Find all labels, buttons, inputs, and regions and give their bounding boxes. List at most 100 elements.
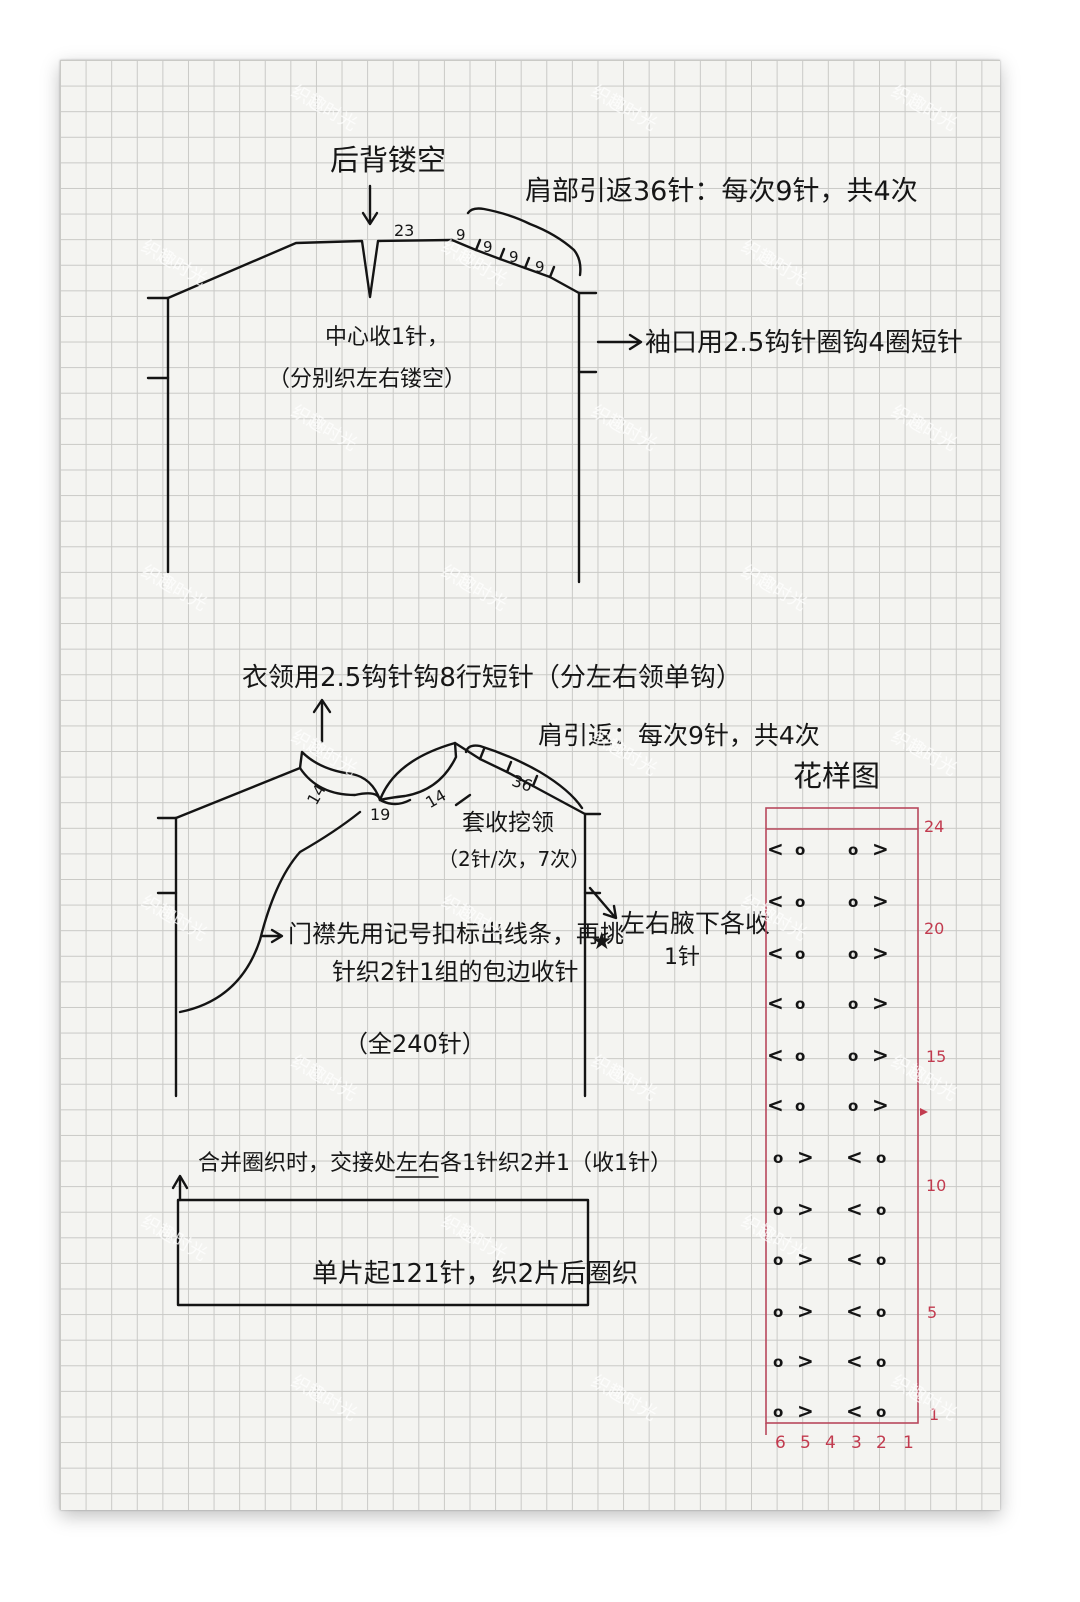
yarn-over-symbol: o xyxy=(773,1149,783,1167)
decrease-symbol: > xyxy=(872,1093,889,1117)
watermark-text: 织趣时光 xyxy=(588,401,661,455)
back-piece: 后背镂空 肩部引返36针：每次9针，共4次 23 9 9 9 9 中心收1针， … xyxy=(146,143,963,584)
decrease-symbol: < xyxy=(846,1399,863,1423)
yarn-over-symbol: o xyxy=(795,841,805,859)
row-label: 1 xyxy=(929,1405,939,1424)
watermark-text: 织趣时光 xyxy=(888,81,961,135)
decrease-symbol: > xyxy=(797,1399,814,1423)
shoulder-step: 9 xyxy=(483,238,493,256)
watermark-text: 织趣时光 xyxy=(438,1211,511,1265)
yarn-over-symbol: o xyxy=(876,1353,886,1371)
decrease-symbol: < xyxy=(767,1043,784,1067)
row-label: 20 xyxy=(924,919,944,938)
row-label: 24 xyxy=(924,817,944,836)
decrease-symbol: > xyxy=(797,1145,814,1169)
hem-rectangle xyxy=(176,1198,590,1307)
yarn-over-symbol: o xyxy=(773,1303,783,1321)
stitch-chart: 花样图 < o o > < o o > < o o > < o o > < o o > < o o > o > < o o > < o o > < o… xyxy=(765,759,946,1453)
placket-note: 门襟先用记号扣标出线条，再挑 xyxy=(288,920,624,948)
watermark-text: 织趣时光 xyxy=(588,81,661,135)
collar-right xyxy=(378,741,458,802)
decrease-symbol: < xyxy=(846,1197,863,1221)
yarn-over-symbol: o xyxy=(848,995,858,1013)
watermark-text: 织趣时光 xyxy=(738,236,811,290)
decrease-symbol: < xyxy=(767,991,784,1015)
watermark-text: 织趣时光 xyxy=(138,891,211,945)
yarn-over-symbol: o xyxy=(848,1047,858,1065)
yarn-over-symbol: o xyxy=(876,1303,886,1321)
back-center-note: 中心收1针， xyxy=(325,325,449,350)
watermark-text: 织趣时光 xyxy=(138,236,211,290)
chart-frame xyxy=(765,807,919,1424)
col-label: 4 xyxy=(825,1433,836,1453)
decrease-symbol: < xyxy=(846,1349,863,1373)
decrease-symbol: > xyxy=(797,1299,814,1323)
watermark-text: 织趣时光 xyxy=(138,561,211,615)
decrease-symbol: > xyxy=(797,1349,814,1373)
watermark-text: 织趣时光 xyxy=(288,1051,361,1105)
col-label: 6 xyxy=(775,1433,786,1453)
watermark-text: 织趣时光 xyxy=(288,726,361,780)
yarn-over-symbol: o xyxy=(848,1097,858,1115)
decrease-symbol: > xyxy=(872,837,889,861)
collar-left xyxy=(298,750,382,802)
neck-shaping-note-2: （2针/次，7次） xyxy=(438,847,590,871)
watermark-text: 织趣时光 xyxy=(438,236,511,290)
back-neck-count: 23 xyxy=(394,221,414,240)
row-marker xyxy=(920,1108,928,1116)
watermark-text: 织趣时光 xyxy=(138,1211,211,1265)
decrease-symbol: > xyxy=(797,1197,814,1221)
watermark-text: 织趣时光 xyxy=(588,1051,661,1105)
yarn-over-symbol: o xyxy=(848,893,858,911)
decrease-symbol: < xyxy=(846,1145,863,1169)
chart-title: 花样图 xyxy=(793,759,880,793)
decrease-symbol: < xyxy=(767,941,784,965)
decrease-symbol: < xyxy=(846,1299,863,1323)
shoulder-step: 9 xyxy=(456,226,466,244)
neck-shaping-note: 套收挖领 xyxy=(462,810,554,836)
yarn-over-symbol: o xyxy=(876,1149,886,1167)
collar-left-inner xyxy=(298,766,382,802)
front-shoulder-brace xyxy=(464,744,584,810)
decrease-symbol: > xyxy=(797,1247,814,1271)
yarn-over-symbol: o xyxy=(795,995,805,1013)
placket-note-2: 针织2针1组的包边收针 xyxy=(332,958,579,986)
yarn-over-symbol: o xyxy=(876,1201,886,1219)
watermark-layer: 织趣时光织趣时光织趣时光织趣时光织趣时光织趣时光织趣时光织趣时光织趣时光织趣时光… xyxy=(138,81,961,1425)
watermark-text: 织趣时光 xyxy=(738,561,811,615)
watermark-text: 织趣时光 xyxy=(888,1051,961,1105)
front-piece: ★ 衣领用2.5钩针钩8行短针（分左右领单钩） 肩引返：每次9针，共4次 14 … xyxy=(156,663,820,1098)
shoulder-step: 9 xyxy=(509,248,519,266)
cast-on-note: 单片起121针，织2片后圈织 xyxy=(312,1259,638,1289)
watermark-text: 织趣时光 xyxy=(888,1371,961,1425)
decrease-symbol: < xyxy=(767,1093,784,1117)
watermark-text: 织趣时光 xyxy=(588,1371,661,1425)
yarn-over-symbol: o xyxy=(848,945,858,963)
front-shoulder-note: 肩引返：每次9针，共4次 xyxy=(538,721,820,750)
back-title: 后背镂空 xyxy=(330,143,446,177)
yarn-over-symbol: o xyxy=(773,1403,783,1421)
back-outline-shoulder xyxy=(450,238,581,295)
shoulder-step: 9 xyxy=(535,258,545,276)
back-center-note-2: （分别织左右镂空） xyxy=(268,367,466,392)
watermark-text: 织趣时光 xyxy=(888,726,961,780)
row-label: 5 xyxy=(927,1303,937,1322)
decrease-symbol: > xyxy=(872,889,889,913)
row-label: 10 xyxy=(926,1176,946,1195)
yarn-over-symbol: o xyxy=(876,1403,886,1421)
yarn-over-symbol: o xyxy=(795,1097,805,1115)
watermark-text: 织趣时光 xyxy=(438,561,511,615)
front-left-shoulder xyxy=(174,766,302,820)
col-label: 3 xyxy=(851,1433,862,1453)
decrease-symbol: < xyxy=(767,837,784,861)
yarn-over-symbol: o xyxy=(773,1353,783,1371)
watermark-text: 织趣时光 xyxy=(288,81,361,135)
armpit-arrow xyxy=(588,886,616,918)
placket-curve xyxy=(178,810,362,1014)
yarn-over-symbol: o xyxy=(848,841,858,859)
decrease-symbol: > xyxy=(872,1043,889,1067)
col-label: 5 xyxy=(800,1433,811,1453)
decrease-symbol: < xyxy=(846,1247,863,1271)
